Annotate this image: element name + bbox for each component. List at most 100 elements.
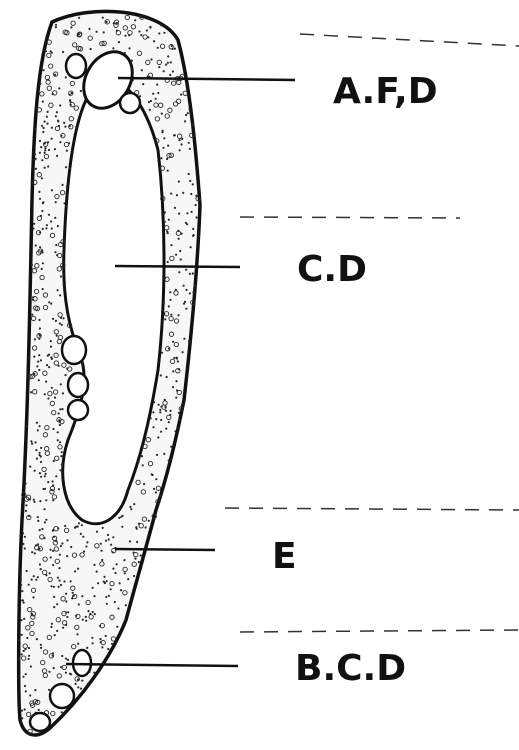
granule xyxy=(176,194,178,196)
organelle-bottom-3 xyxy=(30,713,50,731)
label-upper-middle: C.D xyxy=(297,249,367,290)
granule xyxy=(24,536,26,538)
granule xyxy=(51,127,53,129)
granule xyxy=(57,431,59,433)
granule xyxy=(66,186,68,188)
dashed-dividers xyxy=(225,34,519,632)
granule xyxy=(86,647,88,649)
granule xyxy=(125,604,127,606)
granule xyxy=(45,50,47,52)
granule xyxy=(178,181,180,183)
granule xyxy=(134,19,136,21)
granule xyxy=(75,683,77,685)
granule xyxy=(33,499,35,501)
granule xyxy=(174,207,176,209)
granule xyxy=(150,58,152,60)
granule xyxy=(161,352,163,354)
granule xyxy=(77,686,79,688)
granule xyxy=(180,258,182,260)
granule xyxy=(85,616,87,618)
label-bottom: B.C.D xyxy=(295,648,406,689)
granule xyxy=(54,74,56,76)
granule xyxy=(93,564,95,566)
granule xyxy=(161,113,163,115)
granule xyxy=(44,521,46,523)
granule xyxy=(188,142,190,144)
granule xyxy=(157,92,159,94)
granule xyxy=(70,580,72,582)
leader-line-upper-middle xyxy=(115,266,240,267)
granule xyxy=(77,643,79,645)
granule xyxy=(47,141,49,143)
granule xyxy=(18,658,20,660)
granule xyxy=(58,567,60,569)
granule xyxy=(32,299,34,301)
granule xyxy=(185,308,187,310)
granule xyxy=(64,126,66,128)
granule xyxy=(163,32,165,34)
granule xyxy=(37,429,39,431)
granule xyxy=(22,532,24,534)
granule xyxy=(138,561,140,563)
granule xyxy=(49,572,51,574)
granule xyxy=(183,338,185,340)
granule xyxy=(28,658,30,660)
granule xyxy=(70,104,72,106)
granule xyxy=(167,170,169,172)
granule xyxy=(96,531,98,533)
granule xyxy=(97,582,99,584)
granule xyxy=(100,550,102,552)
granule xyxy=(24,547,26,549)
granule xyxy=(56,111,58,113)
granule xyxy=(150,417,152,419)
granule xyxy=(33,159,35,161)
granule xyxy=(173,357,175,359)
granule xyxy=(56,335,58,337)
granule xyxy=(46,123,48,125)
granule xyxy=(36,458,38,460)
granule xyxy=(140,16,142,18)
granule xyxy=(157,47,159,49)
granule xyxy=(63,122,65,124)
granule xyxy=(22,543,24,545)
granule xyxy=(175,254,177,256)
granule xyxy=(152,93,154,95)
granule xyxy=(52,499,54,501)
granule xyxy=(158,32,160,34)
granule xyxy=(62,51,64,53)
granule xyxy=(178,412,180,414)
granule xyxy=(65,205,67,207)
granule xyxy=(62,392,64,394)
granule xyxy=(192,235,194,237)
granule xyxy=(71,597,73,599)
granule xyxy=(106,603,108,605)
granule xyxy=(190,246,192,248)
granule xyxy=(25,673,27,675)
granule xyxy=(178,139,180,141)
granule xyxy=(182,351,184,353)
granule xyxy=(44,142,46,144)
granule xyxy=(69,673,71,675)
granule xyxy=(52,480,54,482)
granule xyxy=(105,596,107,598)
granule xyxy=(65,593,67,595)
granule xyxy=(62,627,64,629)
granule xyxy=(70,26,72,28)
granule xyxy=(33,501,35,503)
granule xyxy=(41,210,43,212)
granule xyxy=(54,148,56,150)
granule xyxy=(45,473,47,475)
granule xyxy=(57,439,59,441)
granule xyxy=(42,228,44,230)
granule xyxy=(160,24,162,26)
granule xyxy=(112,47,114,49)
granule xyxy=(40,359,42,361)
granule xyxy=(39,198,41,200)
granule xyxy=(21,717,23,719)
organelle-bottom-2 xyxy=(50,684,74,708)
granule xyxy=(39,152,41,154)
granule xyxy=(51,387,53,389)
granule xyxy=(60,275,62,277)
divider-4 xyxy=(240,630,519,632)
granule xyxy=(38,369,40,371)
